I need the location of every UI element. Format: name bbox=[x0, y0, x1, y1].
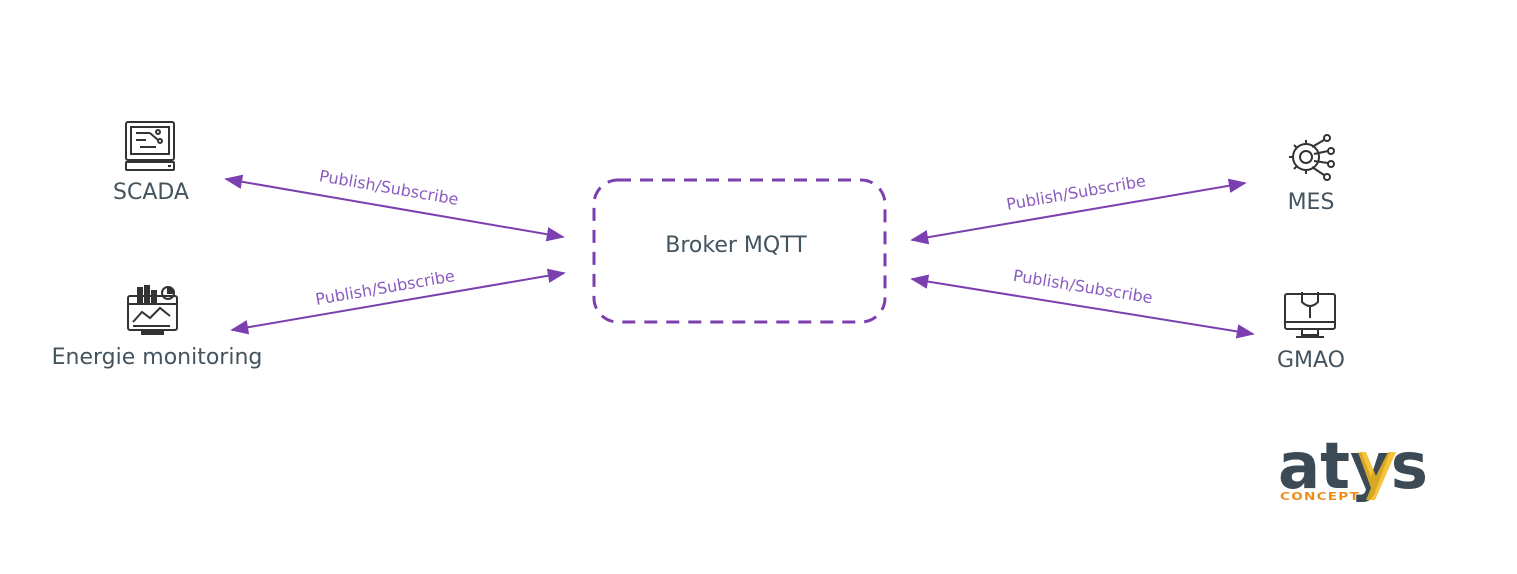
node-mes: MES bbox=[1288, 134, 1335, 215]
wrench-monitor-icon bbox=[1284, 292, 1336, 338]
edge-scada-label: Publish/Subscribe bbox=[318, 166, 460, 209]
node-energie-label: Energie monitoring bbox=[52, 345, 263, 370]
node-scada-label: SCADA bbox=[113, 180, 189, 205]
broker-label: Broker MQTT bbox=[665, 233, 807, 258]
edge-mes: Publish/Subscribe bbox=[910, 171, 1247, 245]
logo-y-accent bbox=[1358, 452, 1396, 500]
edge-gmao-label: Publish/Subscribe bbox=[1012, 266, 1154, 307]
gear-network-icon bbox=[1289, 134, 1335, 181]
dashboard-chart-icon bbox=[127, 285, 178, 335]
edge-mes-label: Publish/Subscribe bbox=[1005, 171, 1147, 214]
edge-gmao: Publish/Subscribe bbox=[910, 266, 1255, 339]
edge-mes-arrow bbox=[910, 178, 1247, 245]
node-mes-label: MES bbox=[1288, 190, 1335, 215]
node-energie: Energie monitoring bbox=[52, 285, 263, 370]
edge-scada: Publish/Subscribe bbox=[224, 166, 565, 242]
edge-gmao-arrow bbox=[910, 274, 1255, 339]
edge-energie-label: Publish/Subscribe bbox=[314, 266, 456, 309]
logo-subtitle: CONCEPT bbox=[1280, 490, 1360, 503]
computer-circuit-icon bbox=[125, 121, 175, 171]
edge-scada-arrow bbox=[224, 174, 565, 242]
edge-energie: Publish/Subscribe bbox=[230, 266, 566, 335]
node-scada: SCADA bbox=[113, 121, 189, 205]
edge-energie-arrow bbox=[230, 268, 566, 335]
broker-node: Broker MQTT bbox=[592, 178, 887, 324]
node-gmao: GMAO bbox=[1277, 292, 1345, 373]
broker-box bbox=[592, 178, 887, 324]
node-gmao-label: GMAO bbox=[1277, 348, 1345, 373]
logo-wordmark: atys bbox=[1278, 430, 1428, 504]
atys-logo: atys CONCEPT bbox=[1278, 430, 1428, 504]
